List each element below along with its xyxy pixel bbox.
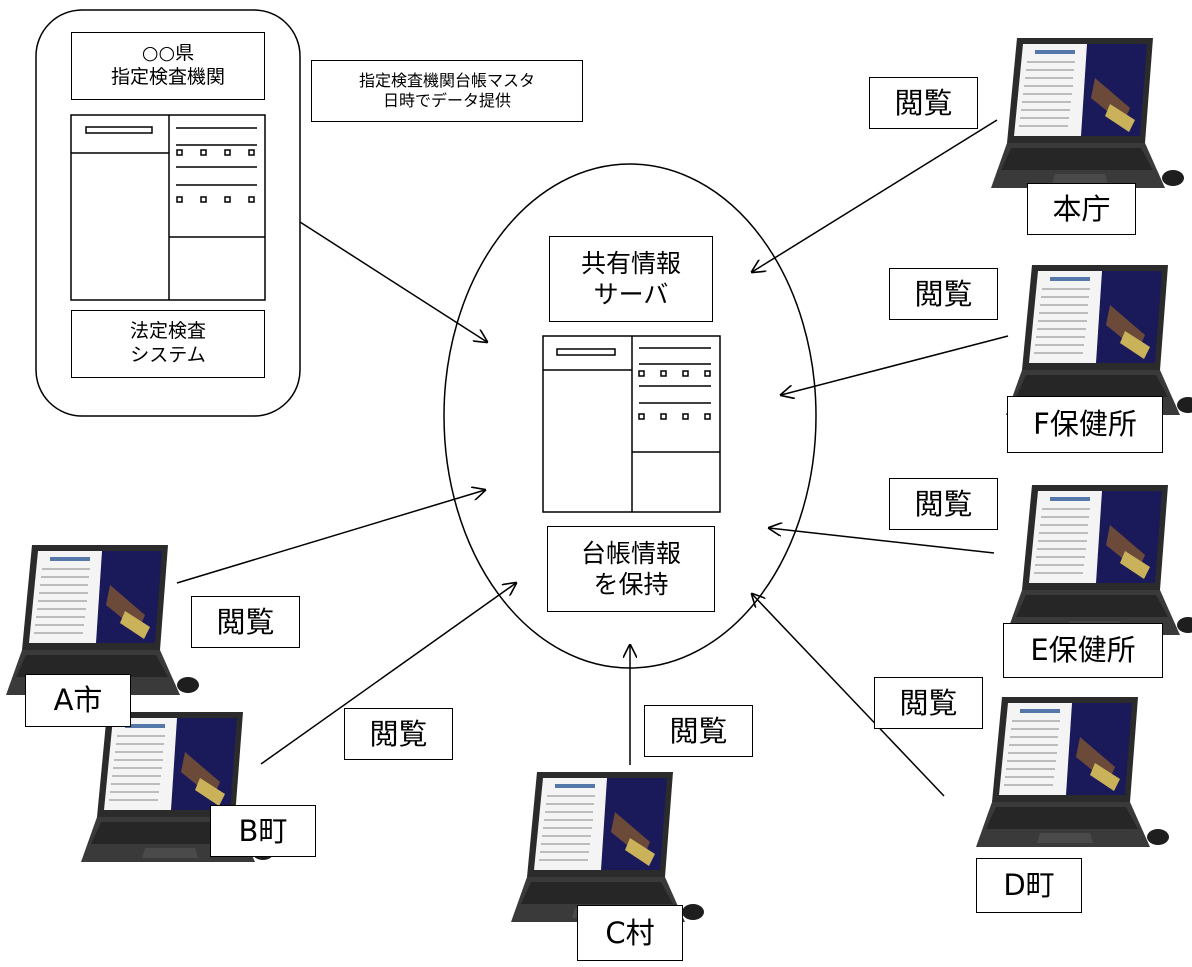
laptop-d-town xyxy=(975,696,1170,848)
arrow-b-town xyxy=(260,583,516,765)
arrow-d-town xyxy=(752,594,945,797)
node-label-a-city: A市 xyxy=(25,674,131,727)
arrow-honcho xyxy=(752,119,998,272)
node-label-d-town: D町 xyxy=(976,858,1082,913)
view-label-b-town: 閲覧 xyxy=(344,708,453,760)
view-label-d-town: 閲覧 xyxy=(874,677,983,729)
view-label-c-village: 閲覧 xyxy=(644,705,753,757)
laptop-c-village xyxy=(510,771,705,923)
view-label-e-hc: 閲覧 xyxy=(889,478,998,530)
node-label-b-town: B町 xyxy=(210,805,316,857)
view-label-f-hc: 閲覧 xyxy=(889,268,998,320)
shared-info-server-label: 共有情報 サーバ xyxy=(549,236,713,322)
arrow-prefecture xyxy=(299,221,487,342)
legal-inspection-system-label: 法定検査 システム xyxy=(71,310,265,378)
prefecture-label: ○○県 指定検査機関 xyxy=(71,32,265,100)
view-label-honcho: 閲覧 xyxy=(869,77,978,129)
node-label-f-hc: F保健所 xyxy=(1007,396,1163,453)
laptop-e-hc xyxy=(1005,484,1192,636)
laptop-f-hc xyxy=(1005,264,1192,416)
arrow-f-hc xyxy=(781,335,1009,395)
laptop-honcho xyxy=(990,37,1185,189)
server-screen-mock xyxy=(542,335,721,513)
node-label-c-village: C村 xyxy=(577,905,683,961)
prefecture-panel xyxy=(35,9,301,417)
arrow-a-city xyxy=(176,490,485,584)
view-label-a-city: 閲覧 xyxy=(191,596,300,648)
laptop-a-city xyxy=(5,544,200,696)
node-label-e-hc: E保健所 xyxy=(1003,623,1163,678)
arrow-e-hc xyxy=(769,528,995,554)
pref-screen-mock xyxy=(70,114,266,301)
node-label-honcho: 本庁 xyxy=(1027,183,1136,235)
ledger-info-label: 台帳情報 を保持 xyxy=(547,526,715,612)
data-provision-note: 指定検査機関台帳マスタ 日時でデータ提供 xyxy=(311,60,583,122)
